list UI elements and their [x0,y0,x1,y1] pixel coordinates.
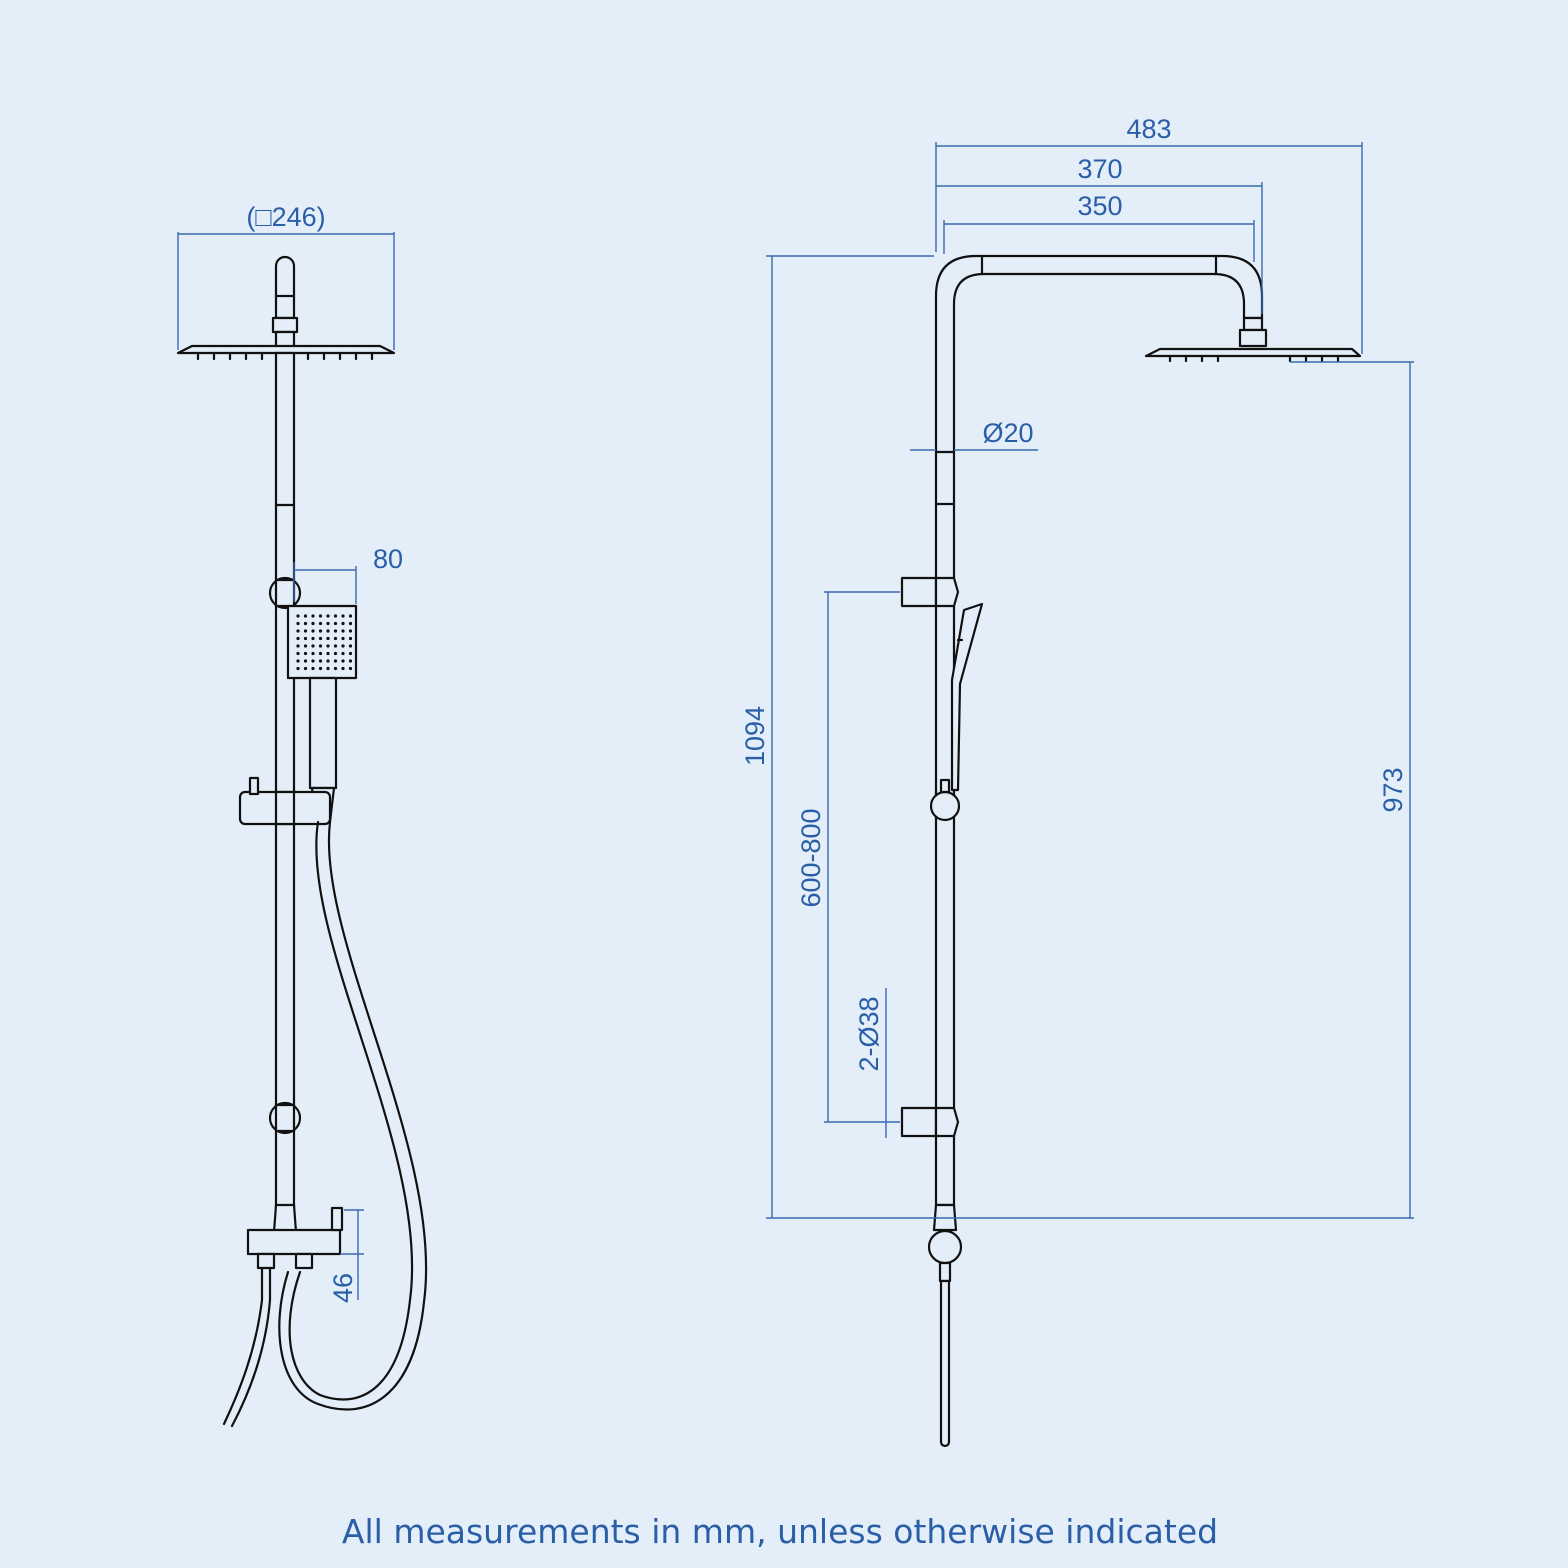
side-lower-bracket [900,1106,938,1138]
side-view-shower [900,254,1362,1448]
valve-height-label: 46 [328,1273,358,1303]
total-height-label: 1094 [740,706,770,766]
arm-inner-label: 350 [1077,191,1122,221]
side-valve [927,1229,963,1265]
top-inlet-pipe [274,255,296,320]
handset-offset-label: 80 [373,544,403,574]
side-view-dimensions [766,142,1414,1219]
bracket-range-label: 600-800 [796,808,826,907]
front-view-shower [176,255,428,1428]
head-width-label: (□246) [246,202,325,232]
hand-shower-handle [308,676,338,790]
arm-center-label: 370 [1077,154,1122,184]
side-shower-head [1144,347,1362,358]
side-inlet-pipe [939,1279,951,1448]
side-hand-shower [950,602,984,792]
bracket-diameter-label: 2-Ø38 [854,996,884,1071]
head-nut [271,316,299,334]
overhead-shower-head [176,344,396,355]
valve-connectors [256,1252,314,1270]
head-nozzles [196,351,374,361]
side-slider-knob [929,790,961,822]
arm-total-label: 483 [1126,114,1171,144]
inlet-pipe [222,1266,264,1426]
front-view-dimensions [177,232,395,1300]
rail-diameter-label: Ø20 [982,418,1033,448]
hand-shower-nozzles [296,614,353,671]
mixer-valve [246,1228,342,1256]
side-upper-bracket [900,576,938,608]
footer-note: All measurements in mm, unless otherwise… [342,1512,1218,1551]
shower-hose [288,820,414,1401]
head-height-label: 973 [1378,767,1408,812]
riser-rail [274,351,296,1223]
